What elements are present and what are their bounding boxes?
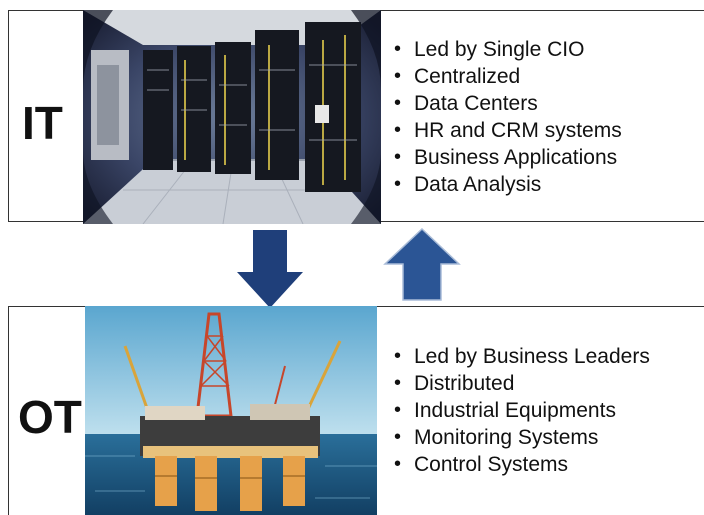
ot-bullet-list: •Led by Business Leaders •Distributed •I…: [390, 343, 650, 478]
list-item: •HR and CRM systems: [394, 119, 622, 142]
list-item: •Business Applications: [394, 146, 618, 169]
list-item: •Data Analysis: [394, 173, 542, 196]
down-arrow-icon: [235, 230, 305, 315]
list-item: •Industrial Equipments: [394, 399, 616, 422]
oil-platform-photo: [85, 306, 377, 515]
up-arrow-icon: [383, 227, 461, 307]
list-item: •Distributed: [394, 372, 515, 395]
list-item: •Led by Business Leaders: [394, 345, 650, 368]
it-label: IT: [22, 97, 63, 149]
list-item: •Data Centers: [394, 92, 538, 115]
list-item: •Control Systems: [394, 453, 569, 476]
ot-label: OT: [18, 391, 82, 443]
it-bullet-list: •Led by Single CIO •Centralized •Data Ce…: [390, 36, 622, 198]
list-item: •Monitoring Systems: [394, 426, 599, 449]
server-room-photo: [83, 10, 381, 224]
list-item: •Led by Single CIO: [394, 38, 585, 61]
list-item: •Centralized: [394, 65, 521, 88]
